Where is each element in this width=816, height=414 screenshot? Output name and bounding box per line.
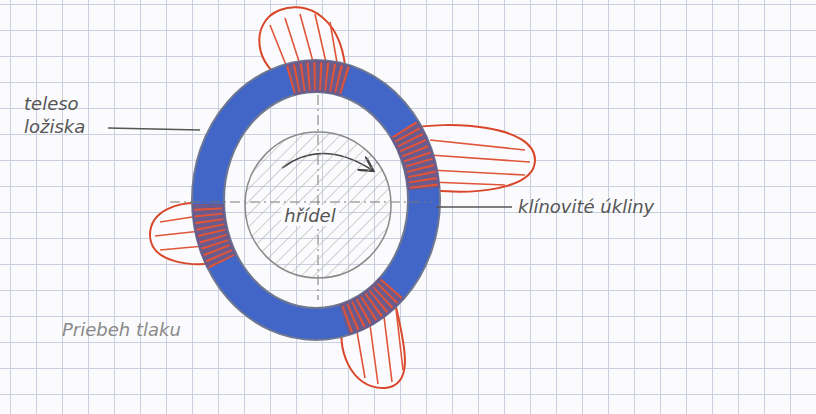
part-label: klínovité úkliny (518, 196, 654, 217)
wedge-hatch (208, 76, 424, 320)
wedge-segments (208, 76, 424, 320)
part-label-box: Priebeh tlaku (62, 318, 181, 341)
ring-outline (208, 76, 424, 324)
part-label-box: teleso ložiska (24, 92, 108, 139)
part-label: teleso ložiska (24, 93, 85, 137)
pressure-lobes (150, 7, 535, 388)
shaft-label: hřídel (281, 205, 338, 226)
pressure-hatch (155, 14, 530, 384)
part-label: Priebeh tlaku (62, 319, 181, 340)
bearing-body (208, 76, 424, 324)
part-label-box: klínovité úkliny (518, 195, 654, 218)
center-lines (170, 95, 432, 300)
shaft-circle: hřídel (243, 130, 393, 280)
